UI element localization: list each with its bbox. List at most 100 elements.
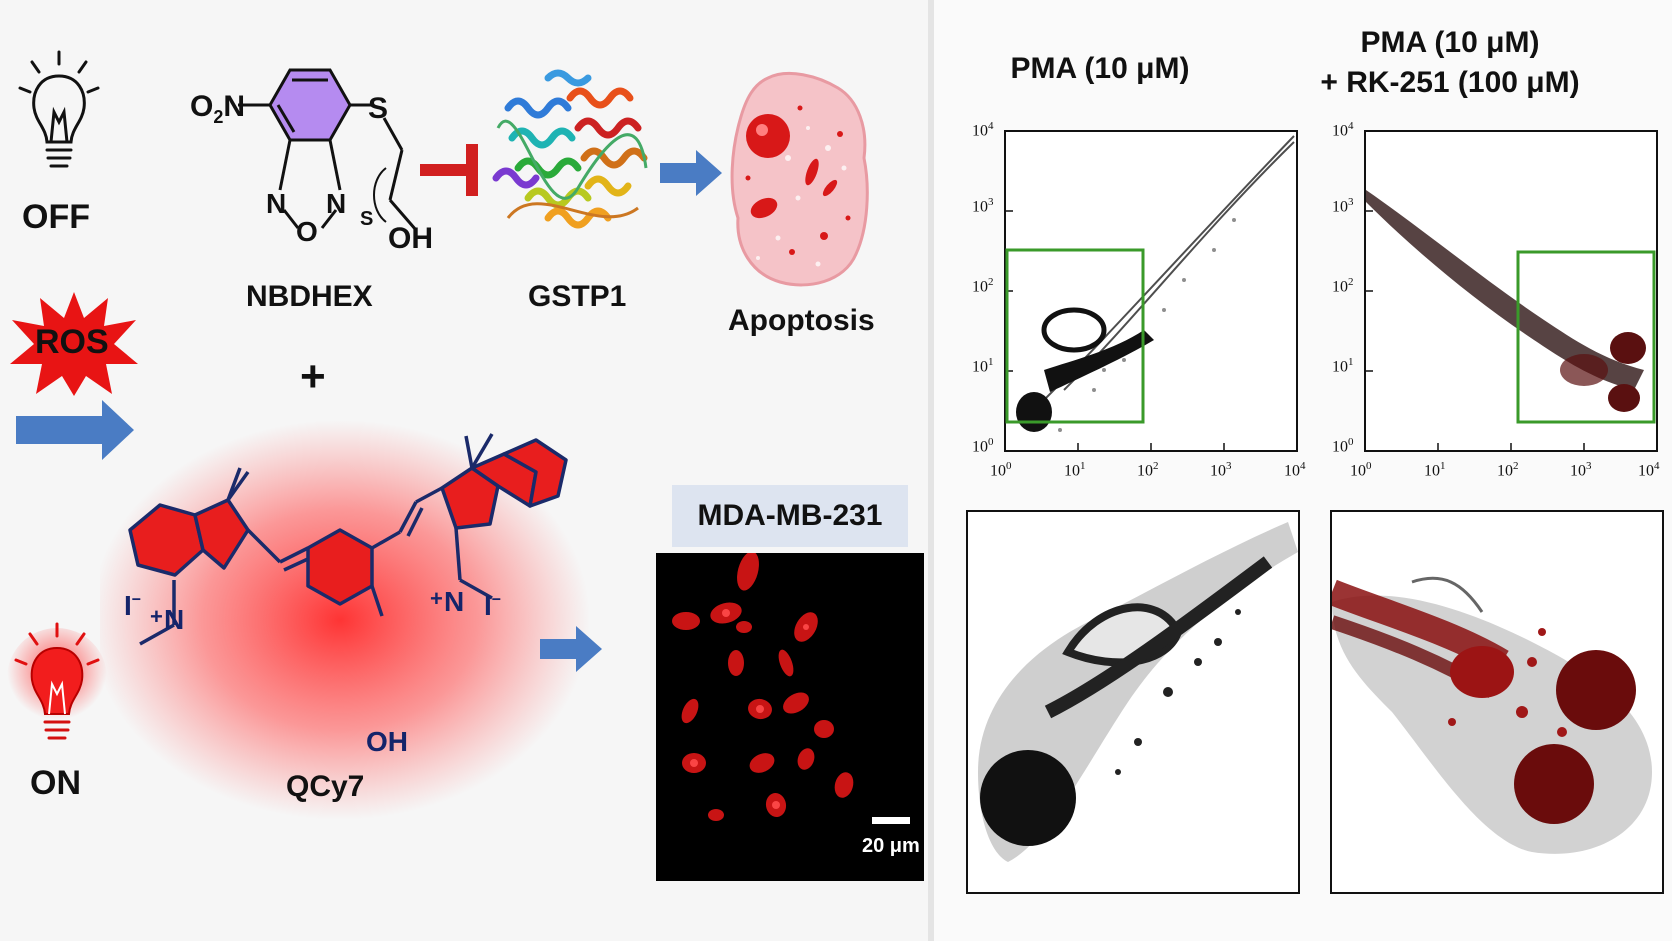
plot1-ytick-0: 100 xyxy=(972,436,994,456)
plot2-xtick-2-exp: 2 xyxy=(1513,460,1519,472)
plot2-xtick-2: 102 xyxy=(1497,460,1519,480)
nbdhex-nitrogen-2: N xyxy=(326,188,347,219)
ros-label: ROS xyxy=(35,323,109,361)
arrow-to-apoptosis-icon xyxy=(660,150,722,196)
plus-sign: + xyxy=(300,352,326,401)
plot2-xtick-4: 104 xyxy=(1638,460,1660,480)
qcy7-iodide-1: I− xyxy=(124,590,141,622)
zebrafish-treated-image xyxy=(1330,510,1664,894)
gstp1-label: GSTP1 xyxy=(528,280,627,313)
ros-burst-icon xyxy=(10,292,138,396)
plot1-xtick-3: 103 xyxy=(1210,460,1232,480)
cell-line-label: MDA-MB-231 xyxy=(672,485,908,547)
plot1-ytick-2-exp: 2 xyxy=(988,276,994,288)
plot2-ytick-3-base: 10 xyxy=(1332,198,1348,216)
trigger-arrow-icon xyxy=(16,400,134,460)
plot2-ytick-4: 104 xyxy=(1332,120,1354,140)
plot1-xtick-0-exp: 0 xyxy=(1006,460,1012,472)
plot2-xtick-1: 101 xyxy=(1424,460,1446,480)
nbdhex-structure xyxy=(238,68,418,231)
plot1-ytick-1: 101 xyxy=(972,356,994,376)
plot1-xtick-2-base: 10 xyxy=(1137,462,1153,480)
plot2-xtick-2-base: 10 xyxy=(1497,462,1513,480)
plot1-ytick-4-exp: 4 xyxy=(988,120,994,132)
plot2-xtick-0: 100 xyxy=(1350,460,1372,480)
plot2-xtick-0-exp: 0 xyxy=(1366,460,1372,472)
panel-divider xyxy=(928,0,934,941)
plot1-ytick-0-exp: 0 xyxy=(988,436,994,448)
cells-image xyxy=(672,551,910,824)
qcy7-iodine-2: I xyxy=(484,590,492,621)
plot1-title: PMA (10 μM) xyxy=(1010,52,1190,85)
plot1-scatter xyxy=(1004,130,1298,452)
lightbulb-on-icon xyxy=(7,622,107,740)
plot2-ytick-4-base: 10 xyxy=(1332,122,1348,140)
nbdhex-label: NBDHEX xyxy=(246,280,373,313)
qcy7-charge-plus-2: + xyxy=(430,586,443,611)
apoptosis-label: Apoptosis xyxy=(728,304,875,337)
plot1-ytick-3-base: 10 xyxy=(972,198,988,216)
plot2-ytick-0: 100 xyxy=(1332,436,1354,456)
plot2-xtick-3: 103 xyxy=(1570,460,1592,480)
nbdhex-oxygen: O xyxy=(296,216,318,247)
plot2-xtick-3-base: 10 xyxy=(1570,462,1586,480)
qcy7-charge-minus-2: − xyxy=(491,591,502,609)
no2-oxygen: O xyxy=(190,90,214,123)
qcy7-structure xyxy=(100,420,590,820)
no2-nitrogen: N xyxy=(223,90,246,123)
nbdhex-sulfur-2: S xyxy=(360,208,374,230)
plot2-xtick-3-exp: 3 xyxy=(1586,460,1592,472)
zebrafish-treated-drawing xyxy=(1332,576,1652,854)
state-off-label: OFF xyxy=(22,198,90,236)
lightbulb-off-icon xyxy=(18,50,100,168)
plot2-ytick-2: 102 xyxy=(1332,276,1354,296)
plot1-xtick-2-exp: 2 xyxy=(1153,460,1159,472)
plot2-title-line2: + RK-251 (100 μM) xyxy=(1320,66,1580,99)
gstp1-protein-icon xyxy=(492,69,648,229)
state-on-label: ON xyxy=(30,764,81,802)
plot1-ytick-3: 103 xyxy=(972,196,994,216)
plot1-ytick-1-base: 10 xyxy=(972,358,988,376)
plot2-ytick-1-base: 10 xyxy=(1332,358,1348,376)
plot1-ytick-1-exp: 1 xyxy=(988,356,994,368)
qcy7-hydroxyl: OH xyxy=(366,726,408,757)
qcy7-iodide-2: I− xyxy=(484,590,501,622)
plot1-xtick-2: 102 xyxy=(1137,460,1159,480)
plot1-xtick-3-base: 10 xyxy=(1210,462,1226,480)
plot2-scatter xyxy=(1364,130,1658,452)
plot2-ytick-4-exp: 4 xyxy=(1348,120,1354,132)
plot1-ytick-2: 102 xyxy=(972,276,994,296)
plot1-xtick-4: 104 xyxy=(1284,460,1306,480)
plot2-ytick-3-exp: 3 xyxy=(1348,196,1354,208)
plot1-ytick-3-exp: 3 xyxy=(988,196,994,208)
plot2-xtick-4-exp: 4 xyxy=(1654,460,1660,472)
plot2-xtick-4-base: 10 xyxy=(1638,462,1654,480)
plot1-ytick-4-base: 10 xyxy=(972,122,988,140)
plot1-xtick-1-base: 10 xyxy=(1064,462,1080,480)
plot2-ytick-1: 101 xyxy=(1332,356,1354,376)
fluorescence-micrograph: 20 μm xyxy=(656,551,924,881)
no2-subscript: 2 xyxy=(213,107,224,127)
qcy7-iodine-1: I xyxy=(124,590,132,621)
plot2-xtick-1-base: 10 xyxy=(1424,462,1440,480)
qcy7-charge-minus-1: − xyxy=(131,591,142,609)
plot1-ytick-2-base: 10 xyxy=(972,278,988,296)
plot1-xtick-0: 100 xyxy=(990,460,1012,480)
qcy7-charge-plus-1: + xyxy=(150,604,163,629)
nbdhex-no2-group: O2N xyxy=(190,90,245,128)
inhibition-icon xyxy=(420,144,478,196)
plot2-ytick-3: 103 xyxy=(1332,196,1354,216)
qcy7-nitrogen-2: N xyxy=(444,586,465,617)
qcy7-label: QCy7 xyxy=(286,770,365,803)
qcy7-nitrogen-1: N xyxy=(164,604,185,635)
plot2-ytick-2-base: 10 xyxy=(1332,278,1348,296)
plot2-ytick-0-base: 10 xyxy=(1332,438,1348,456)
zebrafish-control-drawing xyxy=(978,522,1298,862)
plot1-xtick-1: 101 xyxy=(1064,460,1086,480)
scale-bar-label: 20 μm xyxy=(862,835,920,857)
zebrafish-control-image xyxy=(966,510,1300,894)
nbdhex-sulfur-1: S xyxy=(368,92,389,125)
plot2-ytick-1-exp: 1 xyxy=(1348,356,1354,368)
plot1-xtick-4-base: 10 xyxy=(1284,462,1300,480)
plot1-ytick-4: 104 xyxy=(972,120,994,140)
